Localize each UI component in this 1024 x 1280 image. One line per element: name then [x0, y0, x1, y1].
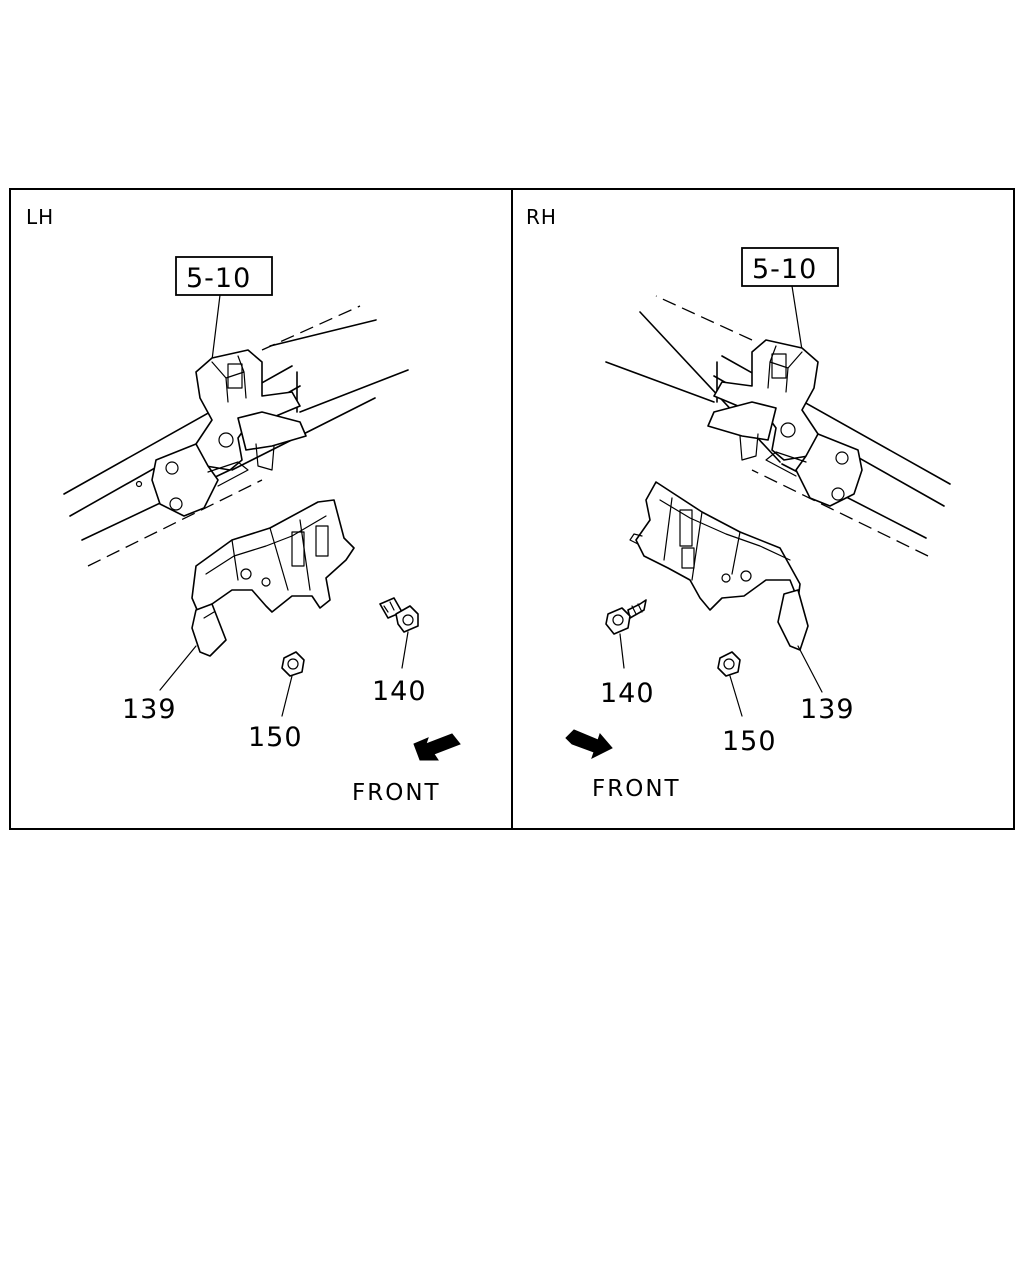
rh-front-arrow-icon [565, 729, 613, 759]
lh-front-label: FRONT [352, 780, 441, 806]
rh-leader-140 [619, 633, 625, 669]
lh-engine-mount [151, 349, 307, 517]
rh-ref-box[interactable]: 5-10 [741, 247, 839, 287]
lh-bolt-140[interactable] [379, 597, 419, 633]
rh-ref-leader [791, 285, 803, 351]
lh-side-label: LH [26, 205, 54, 229]
rh-callout-150[interactable]: 150 [722, 726, 777, 757]
lh-ref-box-label: 5-10 [186, 263, 251, 294]
rh-bracket-139[interactable] [629, 481, 809, 651]
rh-engine-mount [707, 339, 863, 507]
lh-leader-150 [281, 675, 293, 717]
lh-ref-leader [211, 294, 221, 361]
rh-bolt-140[interactable] [605, 599, 647, 635]
lh-bracket-139[interactable] [191, 499, 355, 657]
rh-front-label: FRONT [592, 776, 681, 802]
lh-callout-139[interactable]: 139 [122, 694, 177, 725]
lh-ref-box[interactable]: 5-10 [175, 256, 273, 296]
lh-front-arrow-icon [413, 733, 461, 761]
rh-callout-139[interactable]: 139 [800, 694, 855, 725]
diagram-frame [9, 188, 1015, 830]
rh-nut-150[interactable] [717, 651, 741, 677]
rh-callout-140[interactable]: 140 [600, 678, 655, 709]
lh-leader-139 [159, 645, 197, 691]
rh-leader-150 [729, 675, 743, 717]
rh-side-label: RH [526, 205, 557, 229]
lh-panel: LH 5-10 [26, 205, 461, 806]
lh-leader-140 [401, 631, 409, 669]
lh-nut-150[interactable] [281, 651, 305, 677]
rh-leader-139 [797, 645, 823, 693]
lh-callout-140[interactable]: 140 [372, 676, 427, 707]
rh-ref-box-label: 5-10 [752, 254, 817, 285]
lh-callout-150[interactable]: 150 [248, 722, 303, 753]
rh-panel: RH 5-10 [526, 205, 951, 802]
